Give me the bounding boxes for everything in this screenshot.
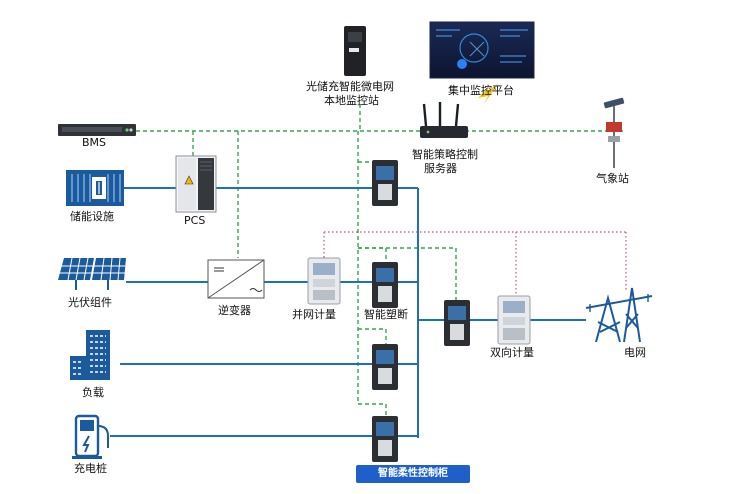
- label-bidir-meter: 双向计量: [490, 346, 534, 359]
- pcs-cabinet: [175, 155, 217, 213]
- cabinet-label: 智能柔性控制柜: [356, 465, 470, 483]
- bms-device: [58, 124, 136, 136]
- label-weather: 气象站: [596, 172, 629, 185]
- label-local-line1: 光储充智能微电网: [306, 80, 394, 93]
- smart-breaker-4: [372, 416, 398, 462]
- label-bms: BMS: [82, 136, 107, 149]
- wireless-bolt-icon: [478, 84, 498, 104]
- label-charger: 充电桩: [74, 462, 107, 475]
- inverter-icon: [207, 259, 265, 299]
- charger-icon: [72, 414, 109, 459]
- comm-to-main-breaker: [358, 247, 457, 300]
- label-smart-breaker: 智能塑断: [364, 308, 408, 321]
- smart-breaker-2: [372, 262, 398, 308]
- label-grid-meter: 并网计量: [292, 308, 336, 321]
- weather-station: [603, 97, 625, 168]
- label-inverter: 逆变器: [218, 304, 251, 317]
- central-monitor-screen: [429, 21, 535, 79]
- comm-to-breaker-4: [358, 403, 387, 416]
- label-local-line2: 本地监控站: [324, 94, 379, 107]
- comm-to-breaker-2: [358, 247, 387, 262]
- meter-lines: [323, 231, 627, 296]
- label-central: 集中监控平台: [448, 84, 514, 97]
- label-server-line2: 服务器: [424, 162, 457, 175]
- label-storage: 储能设施: [70, 210, 114, 223]
- grid-tower-icon: [585, 287, 653, 343]
- smart-breaker-3: [372, 344, 398, 390]
- label-pcs: PCS: [184, 214, 206, 227]
- smart-breaker-1: [372, 160, 398, 206]
- local-monitor-device: [344, 26, 366, 76]
- label-grid: 电网: [624, 346, 646, 359]
- label-load: 负载: [82, 386, 104, 399]
- label-pv: 光伏组件: [68, 296, 112, 309]
- comm-to-breaker-3: [358, 328, 387, 344]
- load-icon: [70, 330, 110, 380]
- storage-icon: [66, 170, 124, 206]
- comm-lines: [136, 104, 626, 416]
- bidir-meter-icon: [497, 295, 531, 345]
- grid-meter-icon: [307, 257, 341, 305]
- pv-icon: [58, 257, 126, 290]
- main-breaker: [444, 300, 470, 346]
- label-server-line1: 智能策略控制: [412, 148, 478, 161]
- strategy-server: [420, 102, 468, 138]
